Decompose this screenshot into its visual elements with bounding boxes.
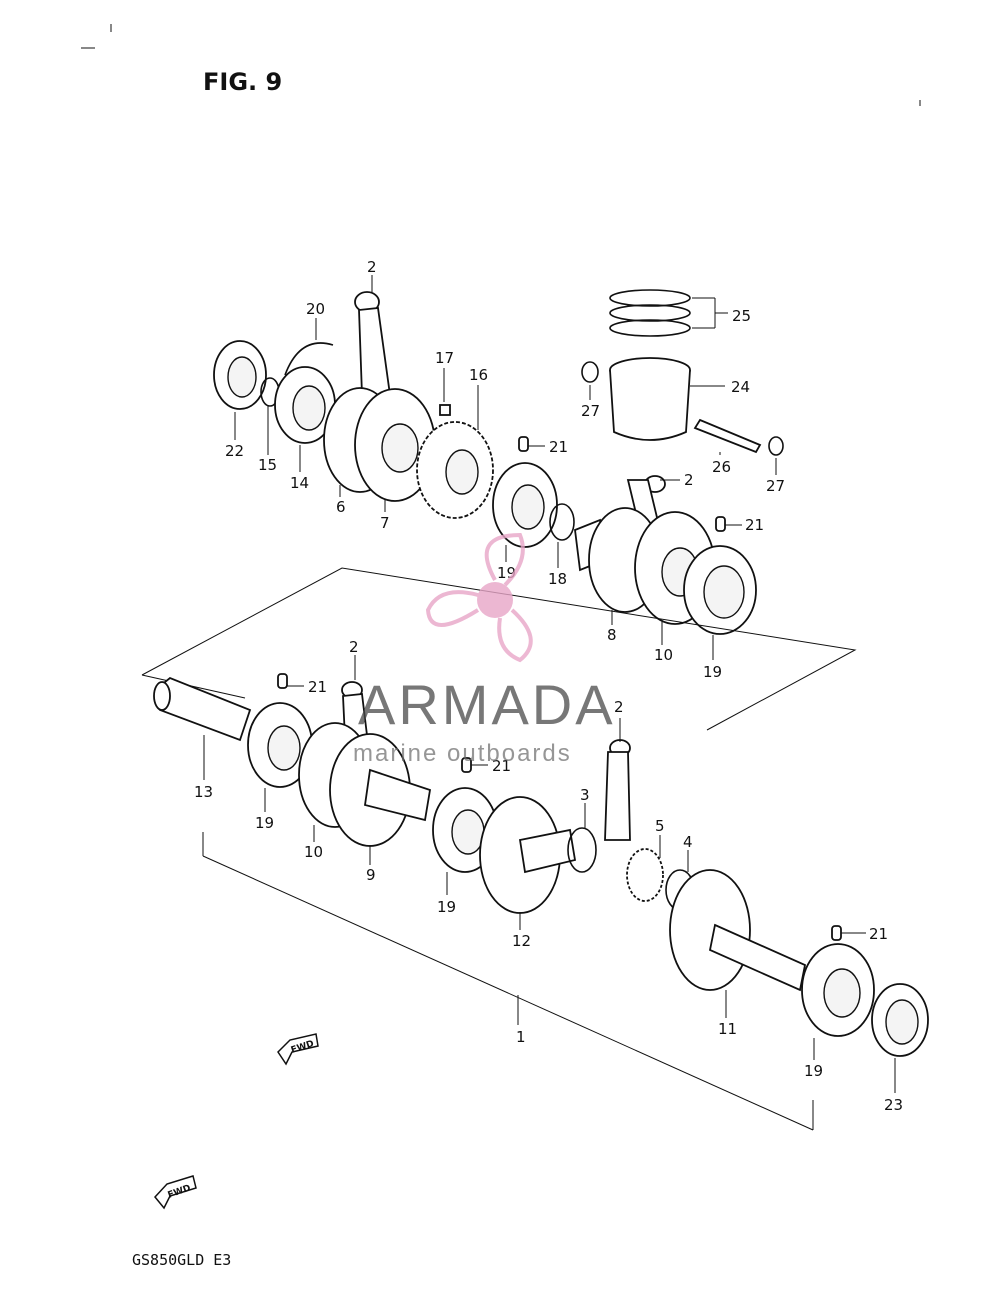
dowel-pin-part — [277, 673, 288, 689]
piston-rings-part — [609, 289, 728, 337]
callout-label: 27 — [766, 477, 785, 495]
callout-label: 2 — [349, 638, 359, 656]
drive-gear-part — [416, 421, 494, 519]
crank-web-part — [298, 722, 432, 847]
connecting-rod-part — [354, 291, 392, 396]
dowel-pin-part — [518, 436, 529, 452]
callout-label: 7 — [380, 514, 390, 532]
callout-label: 24 — [731, 378, 750, 396]
callout-label: 11 — [718, 1020, 737, 1038]
dowel-pin-part — [715, 516, 726, 532]
callout-label: 1 — [516, 1028, 526, 1046]
callout-label: 25 — [732, 307, 751, 325]
o-ring-part — [567, 827, 597, 873]
assembly-bracket — [202, 832, 814, 1131]
callout-label: 19 — [437, 898, 456, 916]
callout-label: 2 — [684, 471, 694, 489]
assembly-outline — [141, 567, 857, 731]
callout-label: 17 — [435, 349, 454, 367]
ring-part — [284, 342, 334, 376]
callout-label: 15 — [258, 456, 277, 474]
forward-direction-arrow: FWD — [154, 1175, 197, 1210]
piston-pin-clip — [581, 361, 599, 383]
leader-lines — [203, 275, 896, 1093]
piston-pin-clip — [768, 436, 784, 456]
crank-web-part — [479, 796, 577, 914]
callout-label: 19 — [703, 663, 722, 681]
callout-label: 8 — [607, 626, 617, 644]
bearing-part — [492, 462, 558, 548]
callout-label: 21 — [549, 438, 568, 456]
bearing-part — [274, 366, 336, 444]
callout-label: 20 — [306, 300, 325, 318]
callout-label: 2 — [614, 698, 624, 716]
callout-label: 21 — [492, 757, 511, 775]
callout-label: 12 — [512, 932, 531, 950]
watermark-brand: ARMADA — [358, 673, 616, 736]
callout-label: 4 — [683, 833, 693, 851]
forward-direction-arrow: FWD — [277, 1033, 319, 1066]
callout-label: 21 — [869, 925, 888, 943]
crank-web-part — [323, 387, 436, 502]
o-ring-part — [549, 503, 575, 541]
piston-pin-part — [693, 418, 762, 454]
callout-label: 9 — [366, 866, 376, 884]
splined-shaft-part — [153, 676, 252, 742]
bearing-part — [247, 702, 313, 788]
scan-marks — [81, 24, 921, 106]
watermark: ARMADA marine outboards — [353, 532, 616, 767]
connecting-rod-part — [604, 739, 631, 841]
bearing-part — [801, 943, 875, 1037]
callout-label: 6 — [336, 498, 346, 516]
callout-label: 10 — [304, 843, 323, 861]
callout-label: 3 — [580, 786, 590, 804]
watermark-subtitle: marine outboards — [353, 740, 572, 767]
model-code: GS850GLD E3 — [132, 1251, 231, 1269]
oil-seal-part — [871, 983, 929, 1057]
callout-label: 21 — [745, 516, 764, 534]
piston-part — [609, 357, 725, 441]
callout-label: 19 — [255, 814, 274, 832]
callout-label: 18 — [548, 570, 567, 588]
propeller-logo — [425, 532, 533, 663]
figure-title: FIG. 9 — [203, 68, 282, 96]
callout-label: 27 — [581, 402, 600, 420]
callout-labels: 1 2 2 2 2 3 4 5 6 7 8 9 10 10 11 12 13 1… — [194, 258, 903, 1114]
key-part — [439, 404, 451, 416]
callout-label: 21 — [308, 678, 327, 696]
bearing-part — [683, 545, 757, 635]
crank-end-part — [669, 869, 807, 992]
callout-label: 16 — [469, 366, 488, 384]
callout-label: 10 — [654, 646, 673, 664]
callout-label: 22 — [225, 442, 244, 460]
needle-bearing-part — [626, 848, 664, 902]
callout-label: 5 — [655, 817, 665, 835]
callout-label: 13 — [194, 783, 213, 801]
callout-label: 23 — [884, 1096, 903, 1114]
callout-label: 19 — [804, 1062, 823, 1080]
dowel-pin-part — [831, 925, 842, 941]
oil-seal-part — [213, 340, 267, 410]
callout-label: 26 — [712, 458, 731, 476]
callout-label: 14 — [290, 474, 309, 492]
callout-label: 2 — [367, 258, 377, 276]
